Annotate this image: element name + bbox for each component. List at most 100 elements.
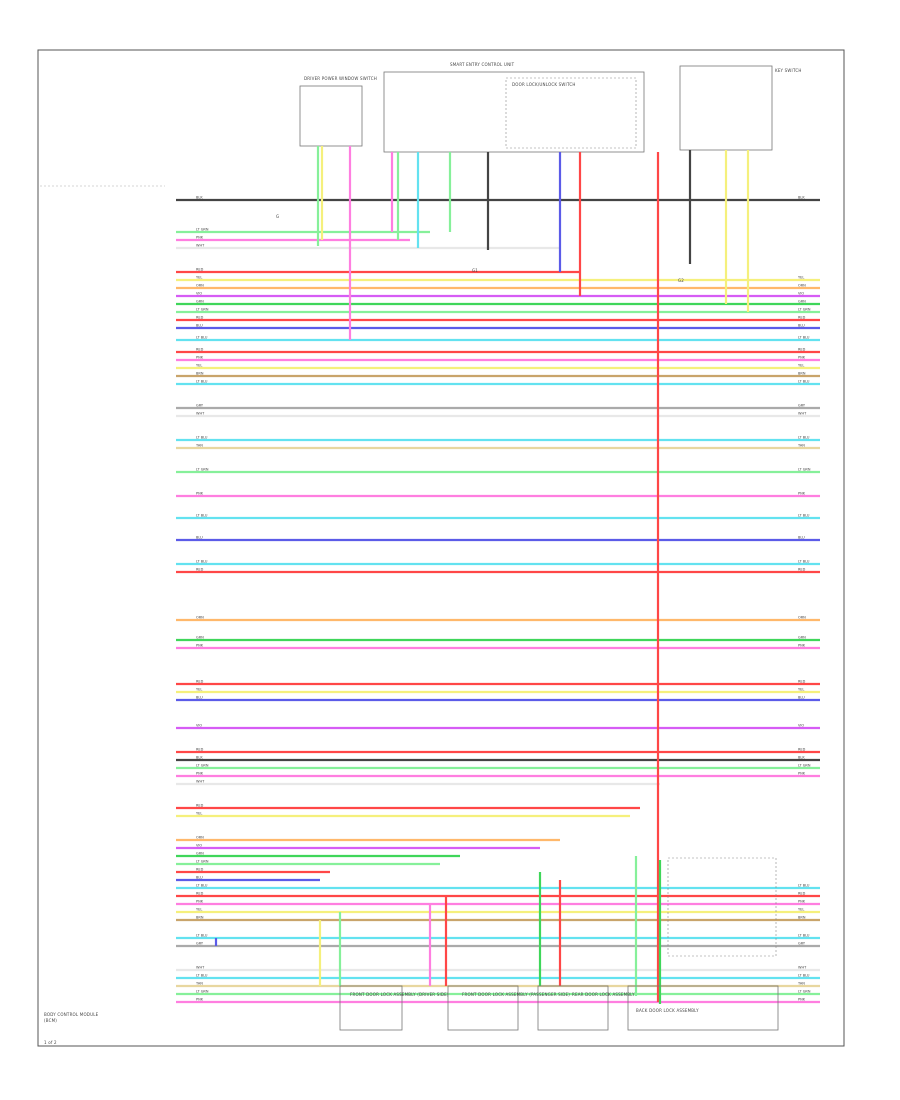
wire-color-code-right: LT BLU [798,974,810,978]
wire-color-code: LT GRN [196,308,209,312]
wire-color-code-right: BLK [798,196,805,200]
rear-door-lock-label: REAR DOOR LOCK ASSEMBLY [572,992,635,997]
wire-color-code: RED [196,268,204,272]
wire-color-code-right: WHT [798,412,807,416]
wire-color-code-right: LT BLU [798,934,810,938]
wire-color-code: RED [196,868,204,872]
rear-door-lock-box [537,985,609,1031]
wire-color-code-right: GRN [798,636,806,640]
wire-row: RED [176,868,330,874]
wire-color-code: GRN [196,300,204,304]
top-components: DRIVER POWER WINDOW SWITCH SMART ENTRY C… [299,62,801,153]
wire-color-code: BLU [196,876,203,880]
wire-row: YEL YEL [176,908,820,914]
wire-color-code: LT GRN [196,990,209,994]
wire-color-code-right: LT BLU [798,560,810,564]
wire-color-code: LT GRN [196,764,209,768]
wire-color-code-right: ORN [798,284,806,288]
wire-color-code: LT GRN [196,468,209,472]
wire-color-code: PNK [196,998,204,1002]
wire-color-code-right: YEL [798,276,804,280]
wire-color-code-right: YEL [798,908,804,912]
wire-color-code-right: LT GRN [798,990,811,994]
wire-color-code-right: RED [798,680,806,684]
wire-color-code-right: LT BLU [798,336,810,340]
wire-color-code-right: PNK [798,998,806,1002]
door-lock-switch-label: DOOR LOCK/UNLOCK SWITCH [512,82,576,87]
wire-color-code: YEL [196,908,202,912]
wire-color-code: WHT [196,244,205,248]
wire-color-code: RED [196,348,204,352]
wire-row: LT GRN LT GRN [176,990,820,996]
smart-entry-label: SMART ENTRY CONTROL UNIT [450,62,515,67]
wire-row: ORN [176,836,560,842]
wire-color-code: LT BLU [196,884,208,888]
footer-line-2: (BCM) [44,1018,57,1023]
wire-row: GRN [176,852,460,858]
wire-row: LT GRN [176,860,440,866]
wire-color-code-right: BLU [798,324,805,328]
ground-label-1: G1 [472,268,478,273]
wire-color-code: YEL [196,364,202,368]
wire-color-code: LT BLU [196,436,208,440]
wire-color-code: LT GRN [196,228,209,232]
wire-color-code-right: LT BLU [798,884,810,888]
wire-color-code: LT BLU [196,934,208,938]
wire-color-code: GRN [196,852,204,856]
wire-color-code: GRY [196,404,204,408]
wire-color-code-right: TAN [797,444,805,448]
wire-color-code-right: BLU [798,536,805,540]
ground-label-3: G [276,214,279,219]
wire-color-code-right: LT BLU [798,514,810,518]
wire-color-code-right: TAN [797,982,805,986]
wire-color-code: LT BLU [196,974,208,978]
front-door-lock-passenger-box [447,985,519,1031]
wire-color-code: BLU [196,696,203,700]
wire-color-code: GRN [196,636,204,640]
driver-pws-label: DRIVER POWER WINDOW SWITCH [304,76,377,81]
wire-color-code-right: PNK [798,492,806,496]
wire-color-code: RED [196,892,204,896]
wire-color-code-right: RED [798,892,806,896]
wire-color-code-right: LT GRN [798,468,811,472]
wire-color-code: VIO [196,724,202,728]
wire-color-code-right: LT BLU [798,436,810,440]
vertical-wires [214,146,750,1004]
wire-color-code: RED [196,316,204,320]
wire-color-code: BLK [196,196,203,200]
wire-color-code-right: PNK [798,644,806,648]
wire-color-code: WHT [196,780,205,784]
door-lock-switch-box [505,77,637,149]
wire-color-code-right: LT BLU [798,380,810,384]
wire-color-code: PNK [196,900,204,904]
footer-line-1: BODY CONTROL MODULE [44,1012,99,1017]
wire-color-code: BRN [196,916,204,920]
bottom-components: FRONT DOOR LOCK ASSEMBLY (DRIVER SIDE) F… [339,857,779,1031]
wire-color-code: YEL [196,812,202,816]
wire-row: RED [176,268,580,274]
smart-entry-unit-box [383,71,645,153]
wire-color-code: LT GRN [196,860,209,864]
wire-color-code: TAN [195,982,203,986]
wire-row: WHT [176,780,660,786]
